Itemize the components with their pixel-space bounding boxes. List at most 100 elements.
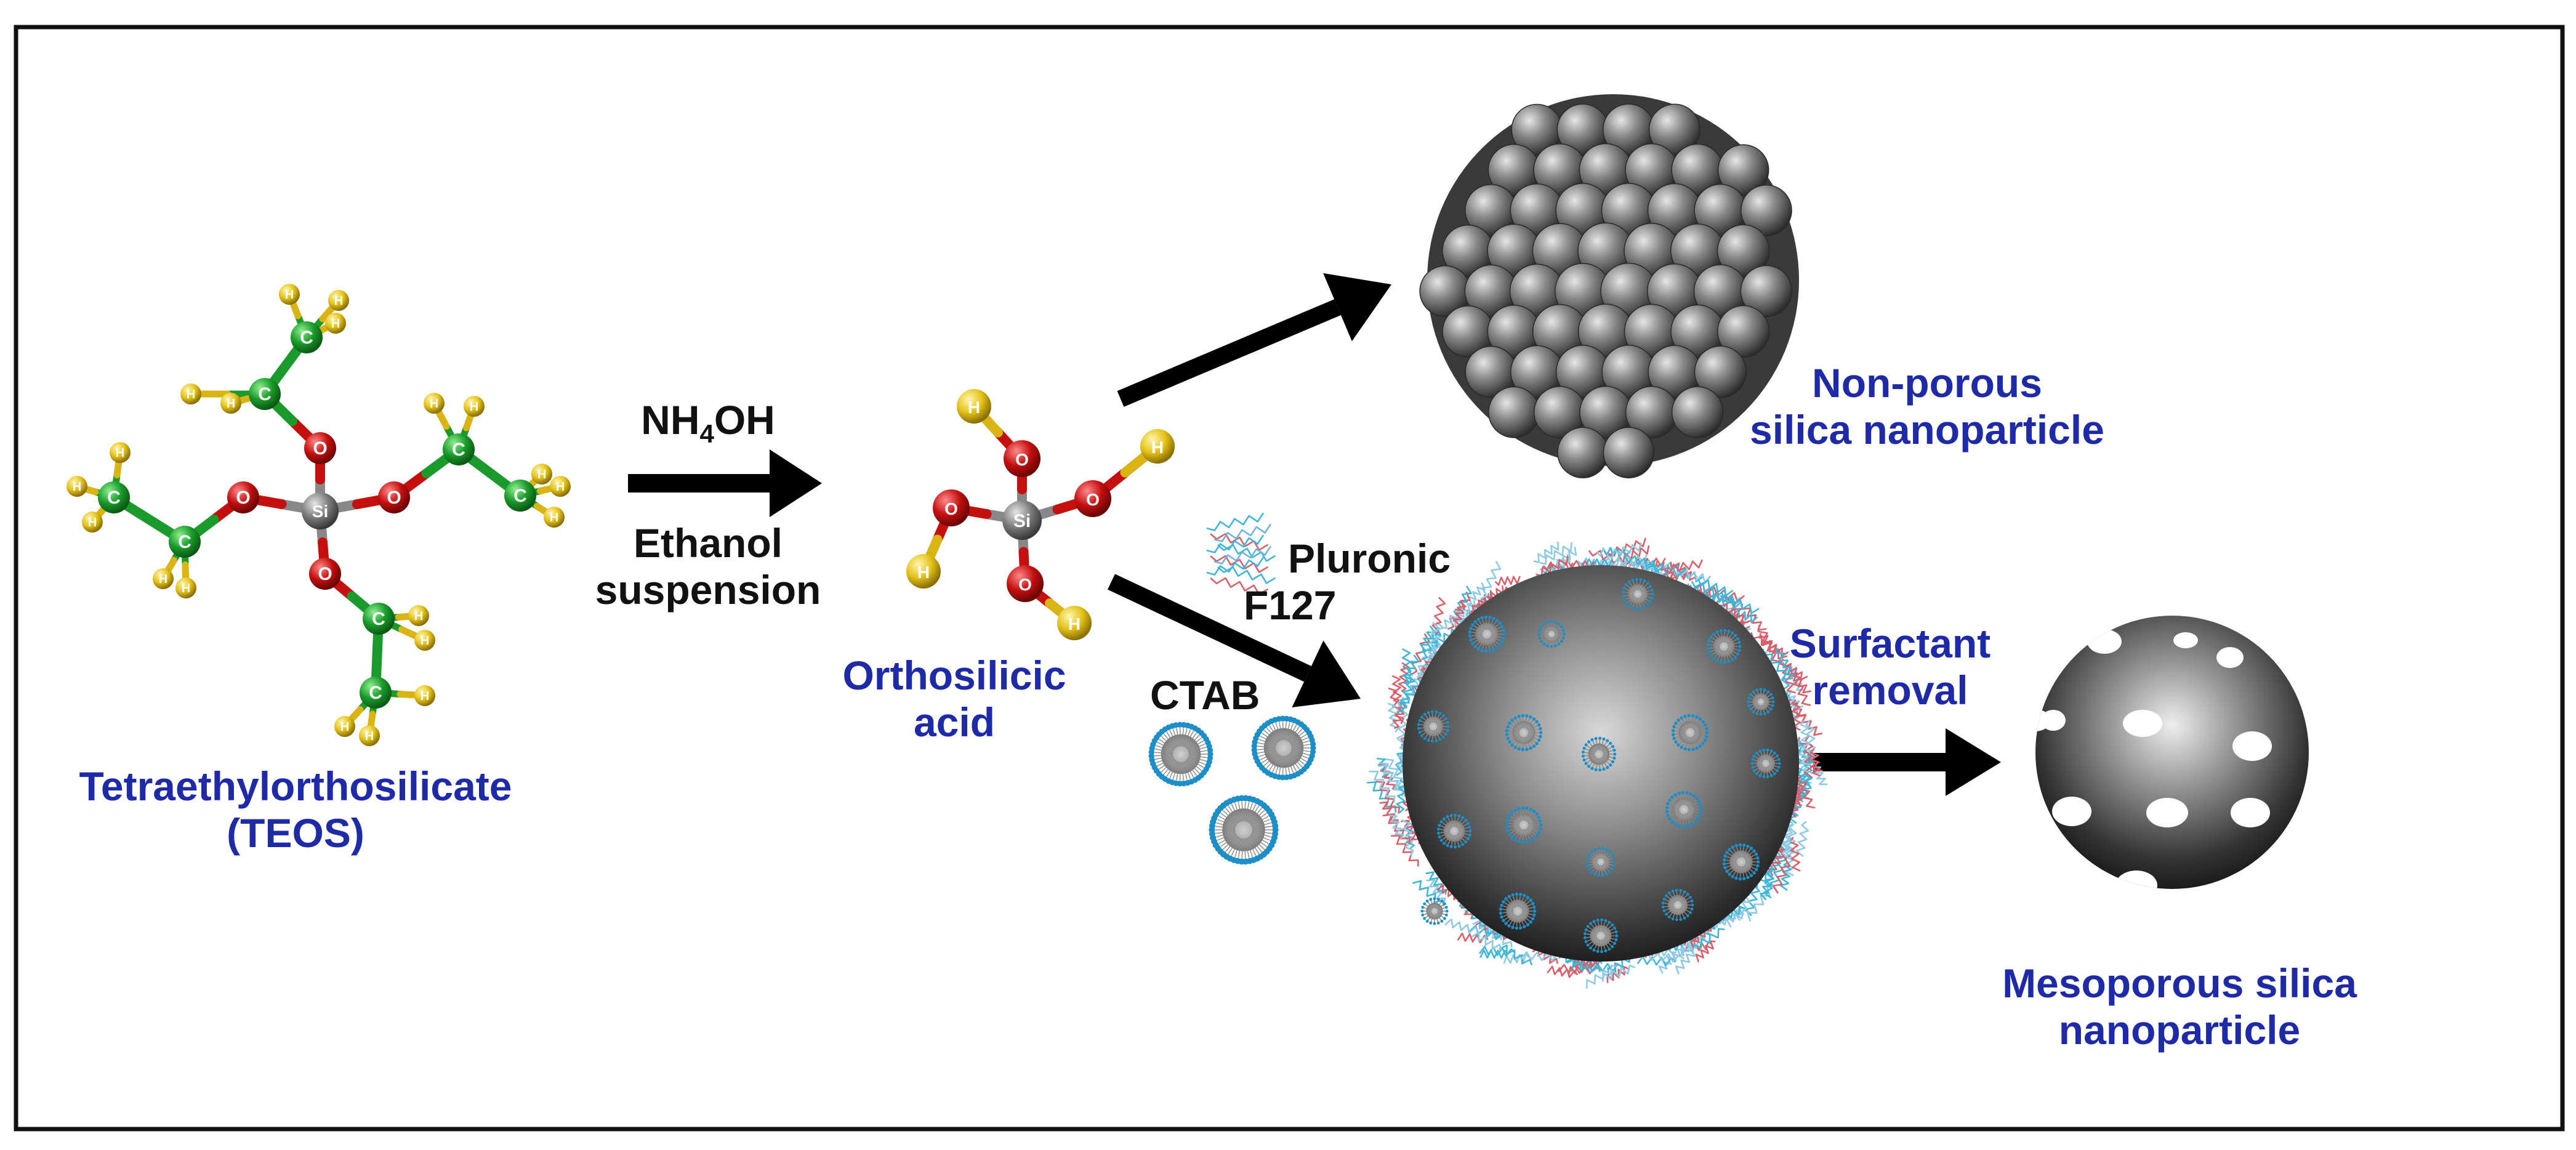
hydrogen-atom (180, 384, 201, 404)
surfactant-tail (1601, 865, 1606, 874)
surfactant-tail (1238, 838, 1243, 858)
surfactant-head (1513, 746, 1517, 749)
surfactant-tail (1521, 912, 1532, 919)
surfactant-head (1747, 704, 1751, 707)
surfactant-tail (1447, 835, 1453, 845)
surfactant-tail (1726, 636, 1735, 644)
surfactant-tail (1603, 923, 1609, 933)
pluronic-chain (1601, 964, 1636, 983)
surfactant-tail (1241, 802, 1244, 822)
surfactant-tail (1438, 912, 1446, 915)
surfactant-tail (1762, 692, 1768, 699)
surfactant-tail (1676, 796, 1682, 806)
surfactant-head (1734, 876, 1738, 880)
surfactant-tail (1768, 765, 1776, 771)
surfactant-tail (1247, 837, 1257, 856)
pluronic-chain (1716, 601, 1751, 625)
surfactant-tail (1685, 813, 1691, 824)
surfactant-head (1731, 658, 1734, 662)
surfactant-tail (1671, 811, 1681, 819)
carbon-symbol: C (369, 683, 382, 703)
surfactant-tail (1766, 766, 1768, 776)
pluronic-chain (1603, 547, 1631, 558)
surfactant-tail (1521, 914, 1530, 922)
surfactant-head (1492, 648, 1495, 652)
surfactant-head (1705, 734, 1709, 739)
surfactant-head (1469, 638, 1473, 642)
surfactant-tail (1600, 740, 1604, 750)
surfactant-tail (1435, 714, 1440, 723)
surfactant-head (1443, 902, 1446, 906)
surfactant-tail (1508, 730, 1519, 733)
surfactant-head (1502, 900, 1505, 904)
surfactant-head (1738, 645, 1742, 648)
surfactant-tail (1688, 811, 1698, 817)
surfactant-head (1701, 720, 1705, 723)
surfactant-head (1480, 648, 1484, 653)
hydrogen-atom (1140, 429, 1175, 464)
surfactant-head (1681, 824, 1685, 829)
surfactant-tail (1508, 733, 1519, 735)
surfactant-head (1612, 864, 1616, 867)
surfactant-head (1589, 946, 1593, 950)
surfactant-tail (1155, 755, 1173, 760)
pluronic-chain (1617, 545, 1650, 563)
surfactant-tail (1712, 648, 1721, 656)
surfactant-tail (1755, 765, 1763, 771)
surfactant-tail (1215, 826, 1236, 829)
surfactant-tail (1766, 752, 1771, 760)
surfactant-tail (1603, 938, 1612, 946)
surfactant-tail (1527, 735, 1536, 743)
pluronic-chain (1503, 953, 1531, 964)
surfactant-head (1436, 827, 1440, 831)
surfactant-tail (1684, 794, 1687, 805)
surfactant-tail (1603, 854, 1611, 861)
surfactant-tail (1489, 637, 1497, 647)
arrow-surfactant-removal-head (1946, 728, 2001, 796)
surfactant-head (1596, 919, 1600, 922)
surfactant-tail (1451, 835, 1454, 845)
pluronic-chain (1741, 603, 1767, 631)
surfactant-head (1310, 741, 1316, 747)
surfactant-tail (1600, 758, 1604, 768)
surfactant-tail (1598, 922, 1601, 932)
surfactant-head (1667, 915, 1671, 919)
surfactant-tail (1764, 702, 1772, 706)
surfactant-head (1525, 714, 1529, 718)
pore (2052, 797, 2091, 826)
surfactant-head (1686, 914, 1689, 917)
surfactant-tail (1604, 937, 1614, 943)
surfactant-tail (1252, 826, 1272, 829)
surfactant-tail (1526, 736, 1534, 746)
surfactant-tail (1726, 859, 1737, 862)
surfactant-tail (1596, 740, 1599, 750)
surfactant-tail (1552, 623, 1556, 631)
hydrogen-symbol: H (470, 400, 478, 414)
surfactant-tail (1436, 914, 1442, 921)
nonporous-label: Non-porous silica nanoparticle (1712, 360, 2143, 454)
surfactant-head (1719, 629, 1723, 633)
surfactant-tail (1437, 722, 1446, 726)
surfactant-tail (1185, 760, 1197, 776)
pluronic-chain (1398, 662, 1410, 693)
surfactant-tail (1555, 630, 1563, 633)
surfactant-tail (1679, 735, 1688, 744)
surfactant-tail (1601, 757, 1610, 765)
solvent-line2: suspension (595, 566, 821, 613)
surfactant-tail (1595, 850, 1600, 859)
surfactant-tail (1745, 862, 1757, 866)
silica-sphere (1603, 427, 1655, 478)
surfactant-head (1695, 797, 1699, 800)
surfactant-tail (1457, 824, 1467, 830)
surfactant-head (1611, 945, 1614, 949)
surfactant-head (1698, 744, 1702, 748)
hydrogen-atom (334, 716, 355, 737)
surfactant-head (1683, 714, 1687, 718)
surfactant-tail (1251, 819, 1270, 827)
surfactant-tail (1681, 906, 1689, 912)
surfactant-tail (1447, 818, 1453, 827)
surfactant-head (1515, 892, 1519, 896)
surfactant-tail (1592, 864, 1599, 872)
surfactant-tail (1172, 729, 1179, 747)
